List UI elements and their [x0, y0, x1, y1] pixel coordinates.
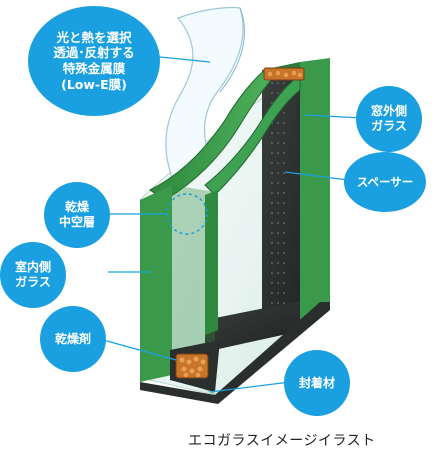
- desiccant-label: 乾燥剤: [40, 306, 106, 372]
- spacer-label: スペーサー: [344, 152, 426, 212]
- outer-glass-label: 窓外側 ガラス: [356, 86, 422, 152]
- inner-glass-label: 室内側 ガラス: [0, 242, 66, 308]
- dry-air-label-line-2: 中空層: [58, 215, 95, 229]
- spacer-label-line-1: スペーサー: [356, 174, 414, 189]
- low-e-label-line-4: (Low-E膜): [61, 76, 127, 92]
- leader-lines: [95, 55, 363, 393]
- sealant-label: 封着材: [284, 350, 350, 416]
- desiccant-label-line-1: 乾燥剤: [54, 331, 91, 346]
- low-e-film-sheet: [165, 6, 245, 186]
- illustration-caption: エコガラスイメージイラスト: [188, 433, 376, 449]
- outer-glass-label-line-2: ガラス: [371, 119, 407, 133]
- low-e-label-line-3: 特殊金属膜: [62, 61, 126, 76]
- desiccant-top: [263, 67, 305, 81]
- outer-glass-label-line-1: 窓外側: [370, 104, 407, 118]
- inner-glass-label-line-2: ガラス: [15, 275, 51, 289]
- dry-air-layer-label: 乾燥 中空層: [44, 182, 110, 248]
- dry-air-label-line-1: 乾燥: [64, 200, 89, 214]
- inner-glass-edge: [140, 185, 218, 395]
- low-e-label-line-1: 光と熱を選択: [56, 29, 132, 45]
- sealant-label-line-1: 封着材: [298, 375, 335, 390]
- low-e-film-label: 光と熱を選択 透過･反射する 特殊金属膜 (Low-E膜): [28, 6, 160, 116]
- desiccant-bottom: [175, 353, 209, 379]
- inner-glass-label-line-1: 室内側: [14, 260, 51, 274]
- low-e-label-line-2: 透過･反射する: [53, 45, 135, 61]
